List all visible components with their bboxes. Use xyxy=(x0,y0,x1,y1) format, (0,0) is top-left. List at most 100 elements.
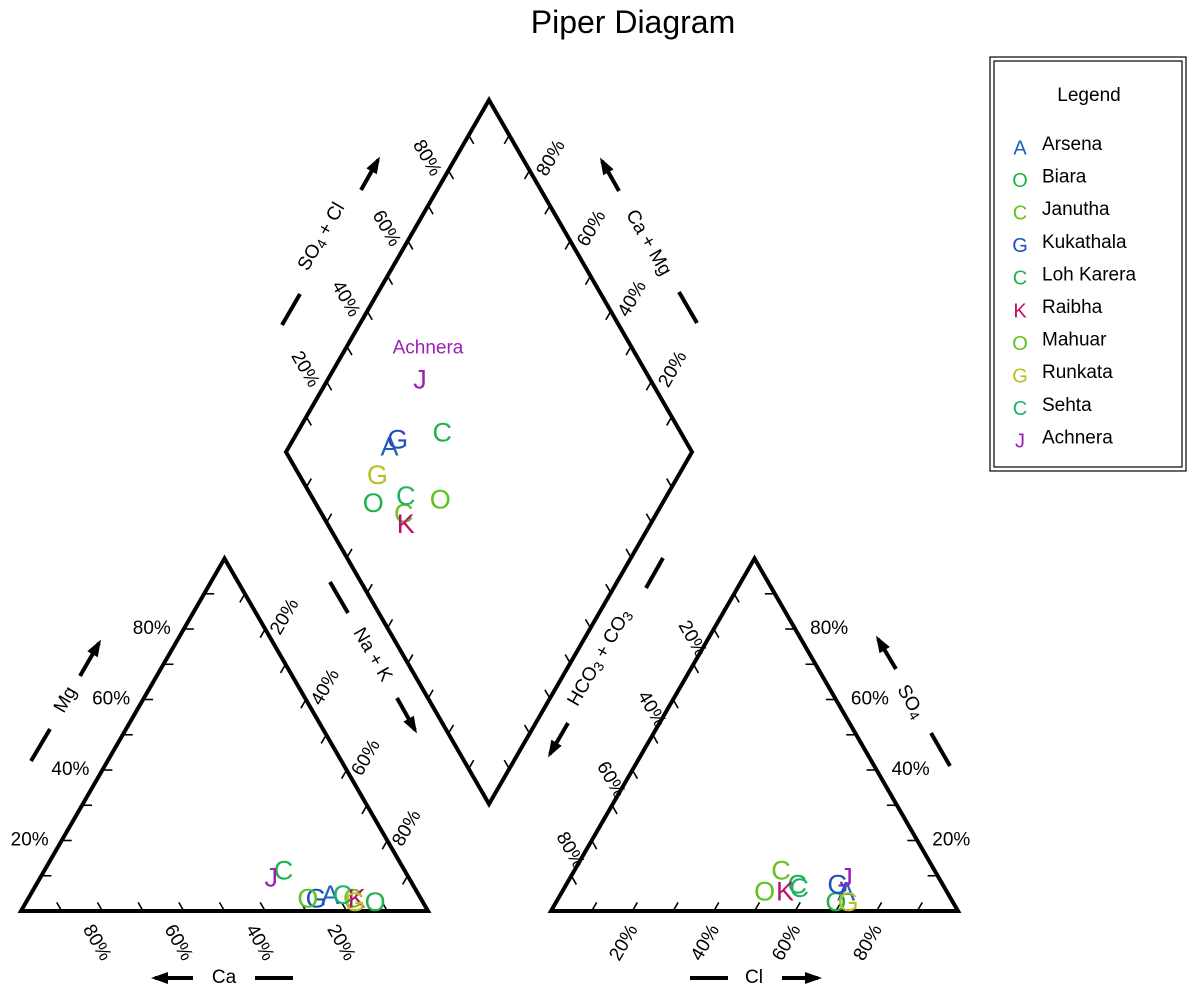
diamond-ul-tick xyxy=(386,275,394,286)
hco3-tick-label: 40% xyxy=(633,688,670,732)
diamond-point-raibha: K xyxy=(397,509,415,539)
so4-axis-tail xyxy=(929,732,952,767)
cation-right-tick xyxy=(401,875,409,885)
diamond-point-arsena: A xyxy=(381,432,399,462)
legend-symbol: G xyxy=(1012,235,1028,257)
diamond-ur-tick xyxy=(523,169,531,180)
anion-left-tick xyxy=(591,840,598,850)
nak-tick-label: 20% xyxy=(266,595,303,639)
ca-tick-label: 20% xyxy=(322,921,359,965)
anion-point-arsena: A xyxy=(837,877,855,907)
anion-base-tick xyxy=(875,901,883,912)
anion-base-tick xyxy=(835,901,842,912)
diamond-ll-tick xyxy=(447,724,455,734)
diamond-ul-tick xyxy=(325,381,333,391)
chart-title: Piper Diagram xyxy=(531,4,736,40)
diamond-ur-tick xyxy=(666,416,673,426)
diamond-ll-tick xyxy=(325,513,333,523)
diamond-ul-tick xyxy=(366,310,373,321)
anion-point-loh-karera: C xyxy=(787,869,807,899)
legend-symbol: C xyxy=(1013,268,1027,290)
so4cl-axis-tail xyxy=(280,292,302,327)
diamond-point-runkata: G xyxy=(367,460,388,490)
cation-base-tick xyxy=(381,901,388,912)
cation-point-sehta: C xyxy=(333,880,353,910)
anion-left-tick xyxy=(570,875,578,885)
diamond-lr-tick xyxy=(544,689,551,699)
diamond-ur-tick xyxy=(625,345,632,356)
diamond-point-mahuar: O xyxy=(430,484,451,514)
diamond-ur-tick xyxy=(544,205,551,215)
diamond-point-achnera: J xyxy=(413,365,427,395)
hco3-tick-label: 20% xyxy=(674,617,711,661)
diamond-point-sehta: C xyxy=(396,481,416,511)
cl-axis-label: Cl xyxy=(745,967,763,988)
camg-tick-label: 80% xyxy=(533,136,570,180)
anion-base-tick xyxy=(631,901,639,912)
anion-left-tick xyxy=(692,663,700,674)
legend-label: Arsena xyxy=(1042,134,1103,155)
hco3-axis-arrow-head xyxy=(547,739,562,758)
cl-tick-label: 20% xyxy=(605,921,642,965)
cation-point-loh-karera: C xyxy=(274,855,294,885)
legend-label: Janutha xyxy=(1042,199,1110,220)
cl-tick-label: 80% xyxy=(850,921,887,965)
annotation-achnera: Achnera xyxy=(393,338,464,359)
cl-tick-label: 40% xyxy=(687,921,724,965)
so4cl-tick-label: 20% xyxy=(286,348,323,392)
cation-right-tick xyxy=(239,593,246,603)
ca-axis-arrow-head xyxy=(151,972,168,984)
mg-tick-label: 60% xyxy=(92,689,130,710)
cl-tick-label: 60% xyxy=(768,921,805,965)
diamond-ll-tick xyxy=(468,759,475,770)
anion-point-runkata: G xyxy=(838,887,859,917)
nak-axis-tail xyxy=(328,580,350,615)
so4cl-axis-label: SO4 + Cl xyxy=(294,199,350,275)
anion-base-tick xyxy=(916,901,923,912)
diamond-ul-tick xyxy=(407,240,414,250)
diamond-lr-tick xyxy=(666,478,673,488)
camg-axis-label: Ca + Mg xyxy=(621,206,675,279)
anion-left-tick xyxy=(733,593,740,603)
anion-base-tick xyxy=(794,901,801,912)
so4-tick-label: 80% xyxy=(810,618,848,639)
cation-base-tick xyxy=(178,901,185,912)
so4-tick-label: 20% xyxy=(932,830,970,851)
mg-tick-label: 40% xyxy=(51,759,89,780)
diamond-ul-tick xyxy=(447,169,455,180)
anion-point-mahuar: O xyxy=(754,877,775,907)
legend-symbol: J xyxy=(1015,431,1025,453)
diamond-ur-tick xyxy=(564,240,571,250)
cation-point-biara: O xyxy=(365,887,386,917)
nak-tick-label: 60% xyxy=(348,736,385,780)
diamond-ul-tick xyxy=(468,134,475,145)
cation-right-tick xyxy=(361,804,368,815)
so4-tick-label: 60% xyxy=(851,689,889,710)
cation-right-tick xyxy=(340,769,348,780)
so4-tick-label: 40% xyxy=(892,759,930,780)
anion-left-tick xyxy=(611,804,618,815)
anion-point-biara: O xyxy=(825,887,846,917)
cation-base-tick xyxy=(300,901,307,912)
cl-axis-arrow-head xyxy=(805,972,822,984)
camg-axis-tail xyxy=(677,290,699,325)
diamond-ll-tick xyxy=(346,548,353,558)
cation-base-tick xyxy=(96,901,104,912)
anion-base-tick xyxy=(591,901,598,912)
anion-left-tick xyxy=(631,769,639,780)
cation-point-runkata: G xyxy=(344,887,365,917)
cation-right-tick xyxy=(320,734,327,744)
legend-inner-border xyxy=(993,60,1183,468)
legend-label: Mahuar xyxy=(1042,330,1107,351)
cation-point-mahuar: O xyxy=(297,884,318,914)
anion-point-achnera: J xyxy=(839,862,853,892)
legend-label: Runkata xyxy=(1042,362,1113,383)
